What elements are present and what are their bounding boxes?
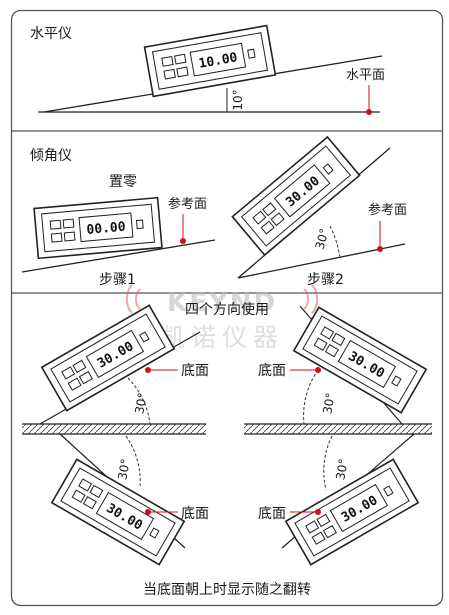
reference-marker-right xyxy=(377,246,383,252)
section3-title: 四个方向使用 xyxy=(185,301,269,318)
horizontal-surface-label: 水平面 xyxy=(346,68,385,83)
level-device: 10.00 xyxy=(143,24,277,98)
q1-angle-arc xyxy=(127,377,151,425)
section1-title: 水平仪 xyxy=(30,26,72,42)
zero-label: 置零 xyxy=(109,174,137,190)
inclinometer-q1: 30.00 xyxy=(41,304,175,412)
q4-bottom-label: 底面 xyxy=(258,506,286,522)
q1-bottom-label: 底面 xyxy=(181,363,209,379)
watermark-logo: KEYND xyxy=(167,288,277,318)
q4-bottom-marker xyxy=(315,509,321,515)
q2-bottom-label: 底面 xyxy=(258,363,286,379)
inclinometer-q4: 30.00 xyxy=(285,458,419,566)
inclinometer-step1: 00.00 xyxy=(33,196,163,260)
horizontal-marker xyxy=(366,109,372,115)
q2-bottom-marker xyxy=(315,367,321,373)
q2-angle-arc xyxy=(303,369,319,425)
q1-bottom-marker xyxy=(145,367,151,373)
reference-marker-left xyxy=(180,238,186,244)
watermark: KEYND 凯诺仪器 xyxy=(125,284,319,352)
flip-caption: 当底面朝上时显示随之翻转 xyxy=(143,582,311,598)
inclinometer-q3: 30.00 xyxy=(51,458,185,566)
step2-angle-label: 30° xyxy=(313,227,332,251)
reference-label-left: 参考面 xyxy=(168,196,207,212)
step1-reading: 00.00 xyxy=(86,220,126,238)
step2-label: 步骤2 xyxy=(307,272,344,288)
q4-angle-label: 30° xyxy=(333,458,350,481)
step1-reference-surface xyxy=(21,239,216,273)
watermark-company: 凯诺仪器 xyxy=(160,323,284,352)
ground-left xyxy=(22,424,206,434)
q4-angle-arc xyxy=(323,435,333,491)
q1-angle-label: 30° xyxy=(132,392,149,415)
section2-title: 倾角仪 xyxy=(30,148,72,164)
step2-angle-arc xyxy=(329,225,341,259)
inclinometer-step2: 30.00 xyxy=(231,136,361,256)
q2-angle-label: 30° xyxy=(320,392,337,415)
angle-label-10: 10° xyxy=(231,89,245,110)
level-reading: 10.00 xyxy=(198,50,239,72)
inclinometer-q2: 30.00 xyxy=(293,306,427,414)
step1-label: 步骤1 xyxy=(99,272,136,288)
reference-label-right: 参考面 xyxy=(368,202,407,218)
q3-bottom-marker xyxy=(145,509,151,515)
q3-angle-arc xyxy=(125,435,141,489)
q3-bottom-label: 底面 xyxy=(181,506,209,522)
ground-right xyxy=(244,424,432,434)
q3-angle-label: 30° xyxy=(115,458,132,481)
